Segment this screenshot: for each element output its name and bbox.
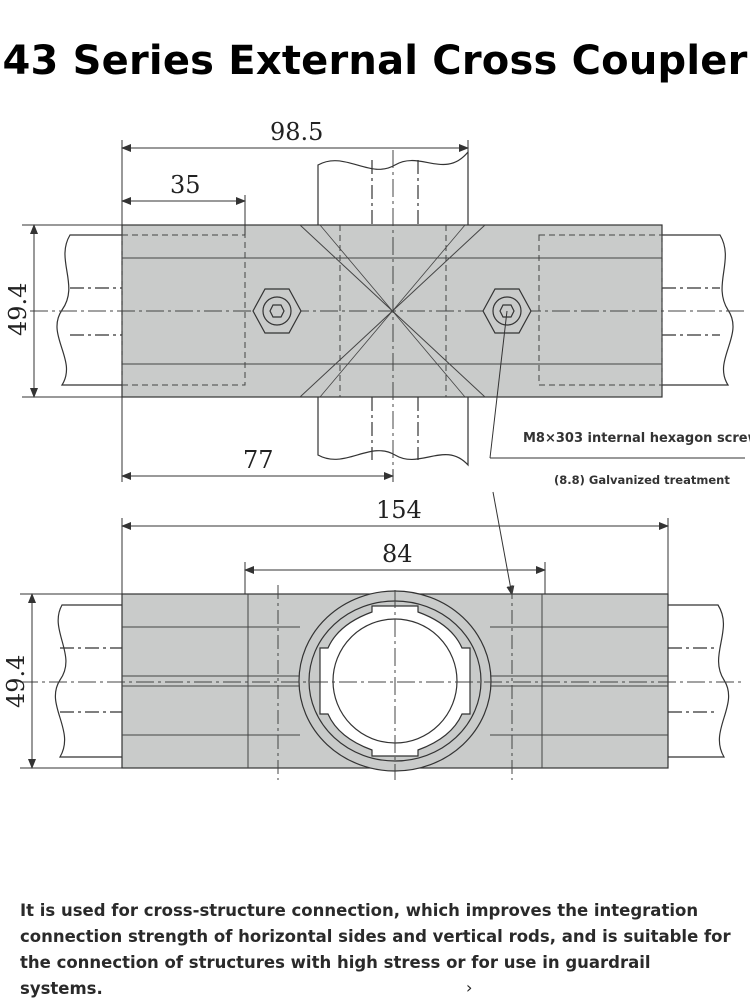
- product-description: It is used for cross-structure connectio…: [20, 901, 731, 998]
- side-left-tube: [54, 604, 122, 758]
- dim-side-inner: 84: [382, 540, 413, 568]
- side-right-tube: [668, 604, 730, 758]
- page-title: 43 Series External Cross Coupler: [2, 38, 748, 84]
- dim-top-offset: 35: [170, 171, 201, 199]
- dim-top-center: 77: [243, 446, 274, 474]
- top-right-tube: [662, 234, 734, 386]
- next-arrow-icon: ›: [466, 978, 473, 997]
- side-view: [54, 604, 730, 758]
- dim-side-height: 49.4: [2, 655, 30, 708]
- dim-top-height: 49.4: [4, 283, 32, 336]
- treatment-note: (8.8) Galvanized treatment: [554, 473, 730, 487]
- dim-top-width: 98.5: [270, 118, 323, 146]
- top-view: [56, 150, 734, 467]
- top-vertical-tube-upper: [317, 150, 469, 225]
- top-left-tube: [56, 234, 122, 386]
- dim-side-total: 154: [376, 496, 422, 524]
- hex-screw-left-icon: [252, 288, 302, 334]
- top-vertical-tube-lower: [317, 397, 469, 467]
- screw-note: M8×303 internal hexagon screw: [523, 431, 750, 446]
